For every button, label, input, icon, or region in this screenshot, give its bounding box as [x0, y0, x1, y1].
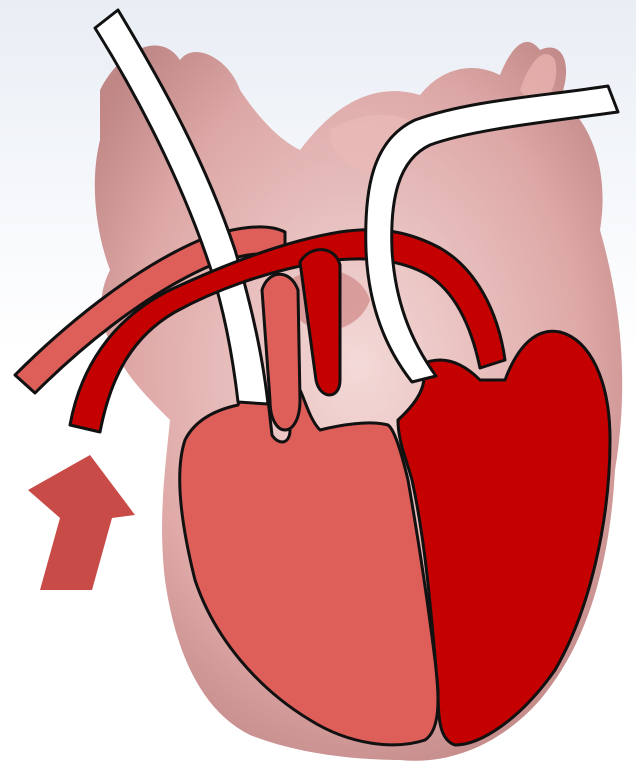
heart-illustration [0, 0, 636, 780]
heart-diagram [0, 0, 636, 780]
